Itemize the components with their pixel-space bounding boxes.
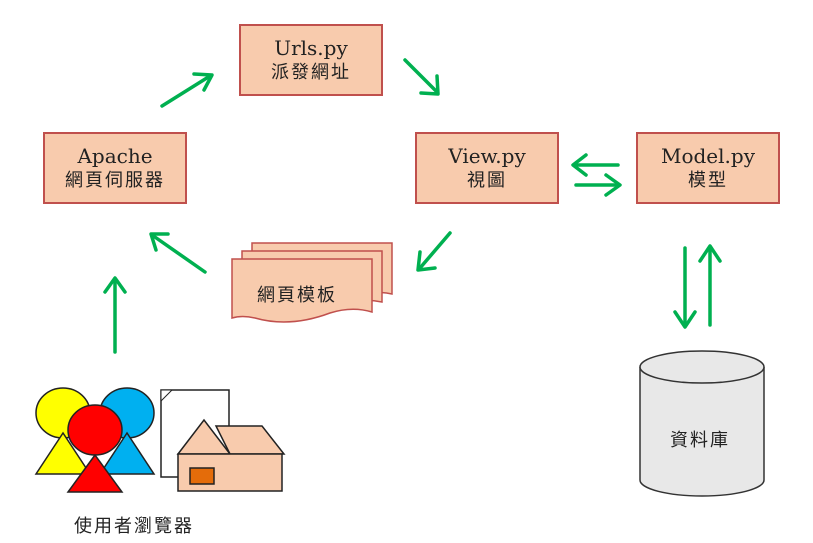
browser-illustration bbox=[34, 387, 286, 493]
apache-node-name: Apache bbox=[77, 144, 153, 168]
view-node-name: View.py bbox=[448, 144, 526, 168]
arrow-browser-to-apache bbox=[103, 276, 127, 354]
arrow-view-to-model bbox=[574, 173, 622, 197]
database-label: 資料庫 bbox=[670, 430, 730, 451]
house-icon bbox=[176, 418, 286, 492]
model-node-name: Model.py bbox=[660, 144, 755, 168]
arrow-model-to-view bbox=[571, 153, 620, 177]
browser-label: 使用者瀏覽器 bbox=[74, 516, 194, 537]
arrow-model-to-database bbox=[673, 246, 697, 329]
database-cylinder bbox=[639, 350, 765, 497]
arrow-templates-to-apache bbox=[149, 232, 207, 274]
urls-node: Urls.py 派發網址 bbox=[239, 24, 383, 96]
arrows bbox=[103, 58, 722, 354]
model-node-desc: 模型 bbox=[688, 170, 728, 191]
templates-label: 網頁模板 bbox=[257, 285, 337, 306]
arrow-view-to-templates bbox=[416, 231, 452, 272]
model-node: Model.py 模型 bbox=[636, 132, 780, 204]
arrow-apache-to-urls bbox=[160, 72, 214, 108]
view-node-desc: 視圖 bbox=[467, 170, 507, 191]
urls-node-desc: 派發網址 bbox=[271, 62, 351, 83]
view-node: View.py 視圖 bbox=[415, 132, 559, 204]
urls-node-name: Urls.py bbox=[274, 36, 348, 60]
arrow-database-to-model bbox=[698, 244, 722, 327]
arrow-urls-to-view bbox=[403, 58, 440, 96]
apache-node: Apache 網頁伺服器 bbox=[43, 132, 187, 204]
users-icon bbox=[34, 387, 156, 493]
apache-node-desc: 網頁伺服器 bbox=[65, 170, 165, 191]
templates-shape bbox=[231, 242, 393, 323]
